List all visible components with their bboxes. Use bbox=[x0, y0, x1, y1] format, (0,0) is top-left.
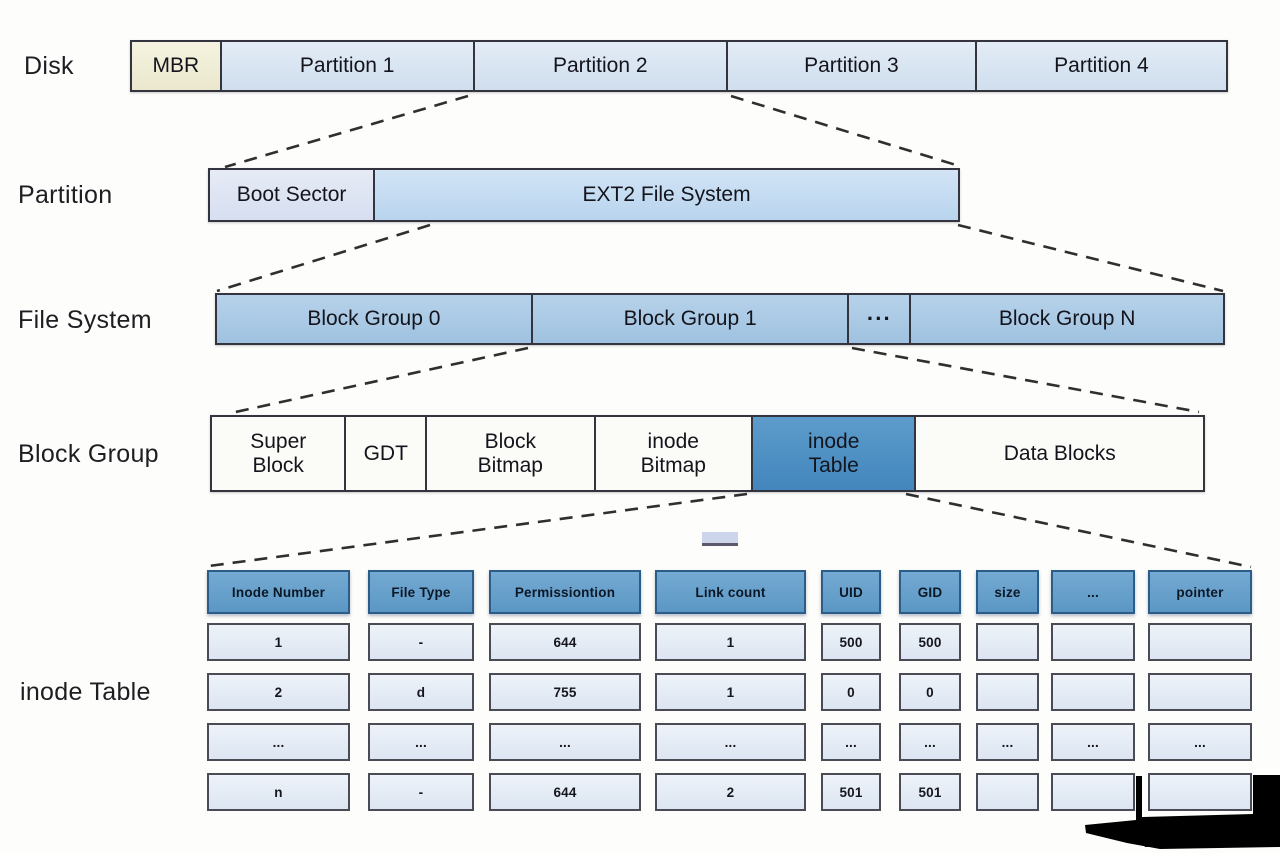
connector-partition-to-fs-left bbox=[216, 223, 431, 293]
inode-cell bbox=[1148, 773, 1252, 811]
inode-header-cell: Permissiontion bbox=[489, 570, 641, 614]
connector-bg-to-inode-left bbox=[208, 492, 748, 568]
inode-cell: ... bbox=[207, 723, 350, 761]
inode-cell bbox=[1148, 673, 1252, 711]
inode-col-uid: UID 500 0 ... 501 bbox=[821, 570, 881, 813]
inode-header-cell: Inode Number bbox=[207, 570, 350, 614]
inode-col-file-type: File Type - d ... - bbox=[368, 570, 474, 813]
disk-bar: MBR Partition 1 Partition 2 Partition 3 … bbox=[130, 40, 1228, 92]
inode-cell: d bbox=[368, 673, 474, 711]
segment-inode-table: inode Table bbox=[750, 417, 915, 490]
inode-cell: 755 bbox=[489, 673, 641, 711]
segment-partition-2: Partition 2 bbox=[472, 42, 726, 90]
segment-ext2-file-system: EXT2 File System bbox=[373, 170, 958, 220]
inode-col-inode-number: Inode Number 1 2 ... n bbox=[207, 570, 350, 813]
inode-col-link-count: Link count 1 1 ... 2 bbox=[655, 570, 806, 813]
segment-inode-bitmap: inode Bitmap bbox=[593, 417, 751, 490]
inode-cell bbox=[976, 673, 1039, 711]
inode-cell: ... bbox=[655, 723, 806, 761]
segment-block-group-0: Block Group 0 bbox=[217, 295, 531, 343]
inode-cell: ... bbox=[489, 723, 641, 761]
inode-header-cell: GID bbox=[899, 570, 961, 614]
segment-block-group-n: Block Group N bbox=[909, 295, 1223, 343]
file-system-bar: Block Group 0 Block Group 1 ··· Block Gr… bbox=[215, 293, 1225, 345]
connector-bg-to-inode-right bbox=[905, 492, 1252, 569]
inode-cell: ... bbox=[368, 723, 474, 761]
connector-partition-to-fs-right bbox=[957, 223, 1224, 293]
inode-table-row-label: inode Table bbox=[20, 678, 151, 706]
inode-cell: ... bbox=[821, 723, 881, 761]
inode-header-cell: Link count bbox=[655, 570, 806, 614]
inode-col-pointer: pointer ... bbox=[1148, 570, 1252, 813]
inode-cell: ... bbox=[976, 723, 1039, 761]
inode-cell: 500 bbox=[899, 623, 961, 661]
inode-col-permission: Permissiontion 644 755 ... 644 bbox=[489, 570, 641, 813]
inode-header-cell: size bbox=[976, 570, 1039, 614]
segment-partition-4: Partition 4 bbox=[974, 42, 1226, 90]
inode-header-cell: File Type bbox=[368, 570, 474, 614]
partition-bar: Boot Sector EXT2 File System bbox=[208, 168, 960, 222]
inode-cell: 0 bbox=[899, 673, 961, 711]
segment-block-bitmap: Block Bitmap bbox=[425, 417, 594, 490]
inode-cell: - bbox=[368, 623, 474, 661]
segment-partition-1: Partition 1 bbox=[219, 42, 473, 90]
segment-mbr: MBR bbox=[132, 42, 220, 90]
disk-row-label: Disk bbox=[24, 52, 74, 80]
connector-fs-to-bg-right bbox=[851, 346, 1200, 414]
inode-col-ellipsis: ... ... bbox=[1051, 570, 1135, 813]
segment-block-group-ellipsis: ··· bbox=[847, 295, 910, 343]
connector-disk-to-partition-left bbox=[224, 94, 469, 169]
inode-cell: - bbox=[368, 773, 474, 811]
inode-cell bbox=[976, 773, 1039, 811]
inode-cell: 2 bbox=[655, 773, 806, 811]
inode-cell: ... bbox=[1051, 723, 1135, 761]
connector-disk-to-partition-right bbox=[730, 94, 957, 167]
inode-cell: ... bbox=[1148, 723, 1252, 761]
inode-cell bbox=[1148, 623, 1252, 661]
inode-cell bbox=[976, 623, 1039, 661]
segment-gdt: GDT bbox=[344, 417, 426, 490]
inode-col-gid: GID 500 0 ... 501 bbox=[899, 570, 961, 813]
inode-cell: 1 bbox=[655, 673, 806, 711]
inode-header-cell: pointer bbox=[1148, 570, 1252, 614]
segment-super-block: Super Block bbox=[212, 417, 345, 490]
partition-row-label: Partition bbox=[18, 181, 113, 209]
inode-cell: 2 bbox=[207, 673, 350, 711]
inode-cell bbox=[1051, 773, 1135, 811]
inode-cell: 1 bbox=[655, 623, 806, 661]
block-group-row-label: Block Group bbox=[18, 440, 159, 468]
inode-cell: 644 bbox=[489, 773, 641, 811]
segment-boot-sector: Boot Sector bbox=[210, 170, 374, 220]
inode-cell: 644 bbox=[489, 623, 641, 661]
block-group-bar: Super Block GDT Block Bitmap inode Bitma… bbox=[210, 415, 1205, 492]
inode-cell bbox=[1051, 623, 1135, 661]
segment-block-group-1: Block Group 1 bbox=[530, 295, 848, 343]
inode-cell: 1 bbox=[207, 623, 350, 661]
artifact-rect bbox=[702, 532, 738, 546]
inode-cell: 0 bbox=[821, 673, 881, 711]
inode-header-cell: ... bbox=[1051, 570, 1135, 614]
inode-cell: 500 bbox=[821, 623, 881, 661]
file-system-row-label: File System bbox=[18, 306, 152, 334]
segment-partition-3: Partition 3 bbox=[725, 42, 975, 90]
inode-header-cell: UID bbox=[821, 570, 881, 614]
inode-cell: ... bbox=[899, 723, 961, 761]
inode-cell: 501 bbox=[899, 773, 961, 811]
inode-cell: 501 bbox=[821, 773, 881, 811]
segment-data-blocks: Data Blocks bbox=[914, 417, 1203, 490]
connector-fs-to-bg-left bbox=[230, 346, 529, 415]
inode-cell bbox=[1051, 673, 1135, 711]
inode-col-size: size ... bbox=[976, 570, 1039, 813]
inode-cell: n bbox=[207, 773, 350, 811]
inode-table: Inode Number 1 2 ... n File Type - d ...… bbox=[207, 570, 1253, 813]
